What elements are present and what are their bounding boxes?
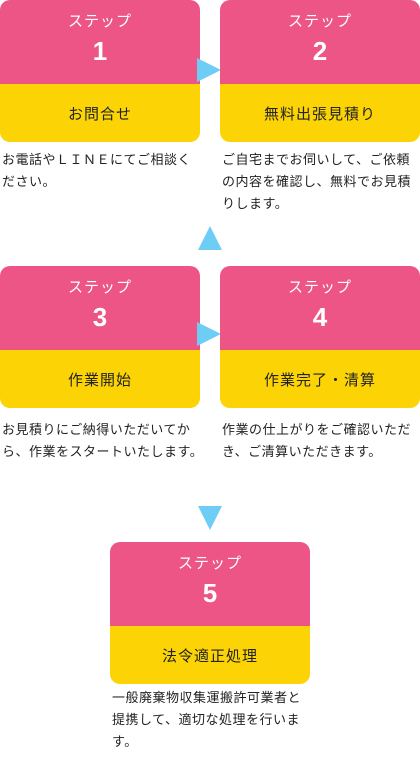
step-header: ステップ 1 (0, 0, 200, 84)
step-card-5: ステップ 5 法令適正処理 (110, 542, 310, 684)
step-number: 1 (92, 36, 108, 66)
arrow-right-icon (197, 58, 221, 82)
step-title: 無料出張見積り (220, 84, 420, 142)
step-number: 5 (202, 578, 218, 608)
step-kicker: ステップ (177, 554, 242, 572)
step-title: 作業完了・清算 (220, 350, 420, 408)
step-title: 法令適正処理 (110, 626, 310, 684)
arrow-right-icon (197, 322, 221, 346)
step-header: ステップ 2 (220, 0, 420, 84)
step-title: お問合せ (0, 84, 200, 142)
step-description-4: 作業の仕上がりをご確認いただき、ご清算いただきます。 (222, 423, 412, 460)
step-header: ステップ 4 (220, 266, 420, 350)
step-header: ステップ 5 (110, 542, 310, 626)
step-number: 4 (312, 302, 328, 332)
step-description-2: ご自宅までお伺いして、ご依頼の内容を確認し、無料でお見積りします。 (222, 153, 412, 212)
step-description-1: お電話やＬＩＮＥにてご相談ください。 (2, 153, 192, 190)
step-number: 3 (92, 302, 108, 332)
step-card-1: ステップ 1 お問合せ (0, 0, 200, 142)
step-kicker: ステップ (67, 278, 132, 296)
step-description-3: お見積りにご納得いただいてから、作業をスタートいたします。 (2, 423, 204, 460)
step-kicker: ステップ (287, 278, 352, 296)
arrow-down-icon (198, 226, 222, 250)
step-card-3: ステップ 3 作業開始 (0, 266, 200, 408)
step-card-2: ステップ 2 無料出張見積り (220, 0, 420, 142)
arrow-down-icon (198, 506, 222, 530)
step-title: 作業開始 (0, 350, 200, 408)
step-number: 2 (312, 36, 328, 66)
step-card-4: ステップ 4 作業完了・清算 (220, 266, 420, 408)
step-header: ステップ 3 (0, 266, 200, 350)
step-kicker: ステップ (287, 12, 352, 30)
step-kicker: ステップ (67, 12, 132, 30)
step-description-5: 一般廃棄物収集運搬許可業者と提携して、適切な処理を行います。 (112, 691, 302, 750)
